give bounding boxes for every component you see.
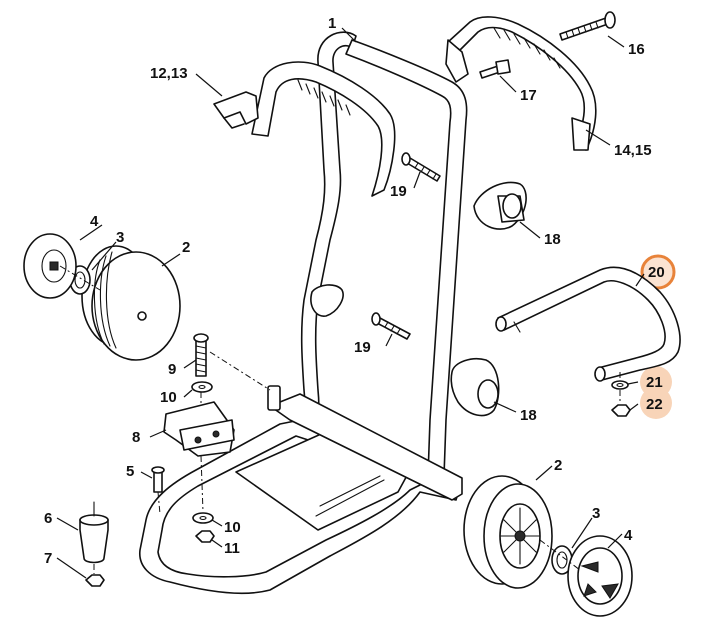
callout-1: 1 bbox=[328, 15, 336, 32]
washer-21 bbox=[611, 380, 629, 390]
foot-8 bbox=[163, 401, 235, 457]
u-bar-20 bbox=[495, 266, 681, 382]
callout-labels: 1 12,13 16 17 14,15 19 18 4 3 2 20 19 9 … bbox=[44, 15, 665, 567]
washer-10-lower bbox=[192, 512, 214, 524]
callout-11: 11 bbox=[224, 540, 240, 557]
highlight-fill-22 bbox=[640, 387, 672, 419]
nut-7 bbox=[85, 574, 105, 587]
callout-22: 22 bbox=[646, 396, 663, 413]
screw-17 bbox=[479, 59, 511, 79]
holder-18-upper bbox=[473, 181, 527, 230]
callout-16: 16 bbox=[628, 41, 645, 58]
nut-22 bbox=[611, 404, 631, 417]
callout-4-right: 4 bbox=[624, 527, 633, 544]
bolt-9 bbox=[193, 333, 209, 377]
callout-19-lower: 19 bbox=[354, 339, 371, 356]
callout-8: 8 bbox=[132, 429, 140, 446]
handle-14-15 bbox=[445, 16, 597, 151]
callout-18-lower: 18 bbox=[520, 407, 537, 424]
cap-6 bbox=[79, 501, 109, 564]
hubcap-4-left bbox=[23, 233, 77, 299]
screw-16 bbox=[559, 11, 616, 41]
callout-14-15: 14,15 bbox=[614, 142, 652, 159]
screw-5 bbox=[151, 466, 165, 493]
holder-18-lower bbox=[450, 357, 500, 417]
nut-11 bbox=[195, 530, 215, 543]
callout-2-left: 2 bbox=[182, 239, 190, 256]
callout-12-13: 12,13 bbox=[150, 65, 188, 82]
highlight-ring-20 bbox=[640, 254, 676, 290]
leader-lines bbox=[56, 27, 645, 579]
bolt-19-lower bbox=[371, 312, 411, 340]
callout-3-left: 3 bbox=[116, 229, 124, 246]
callout-18-upper: 18 bbox=[544, 231, 561, 248]
callout-6: 6 bbox=[44, 510, 52, 527]
callout-3-right: 3 bbox=[592, 505, 600, 522]
bolt-19-upper bbox=[401, 152, 441, 182]
callout-7: 7 bbox=[44, 550, 52, 567]
callout-2-right: 2 bbox=[554, 457, 562, 474]
washer-10-upper bbox=[191, 381, 213, 393]
callout-10-lower: 10 bbox=[224, 519, 241, 536]
bracket-12-13 bbox=[213, 91, 259, 129]
wheel-2-right bbox=[463, 475, 553, 589]
assembly-lines bbox=[59, 265, 621, 574]
callout-10-upper: 10 bbox=[160, 389, 177, 406]
callout-19-upper: 19 bbox=[390, 183, 407, 200]
wheel-2-left bbox=[81, 245, 181, 361]
callout-4-left: 4 bbox=[90, 213, 99, 230]
callout-21: 21 bbox=[646, 374, 663, 391]
callout-20: 20 bbox=[648, 264, 665, 281]
frame bbox=[139, 31, 468, 595]
callout-5: 5 bbox=[126, 463, 134, 480]
clip-3-right bbox=[551, 545, 573, 575]
callout-9: 9 bbox=[168, 361, 176, 378]
hubcap-4-right bbox=[567, 535, 633, 617]
callout-17: 17 bbox=[520, 87, 537, 104]
